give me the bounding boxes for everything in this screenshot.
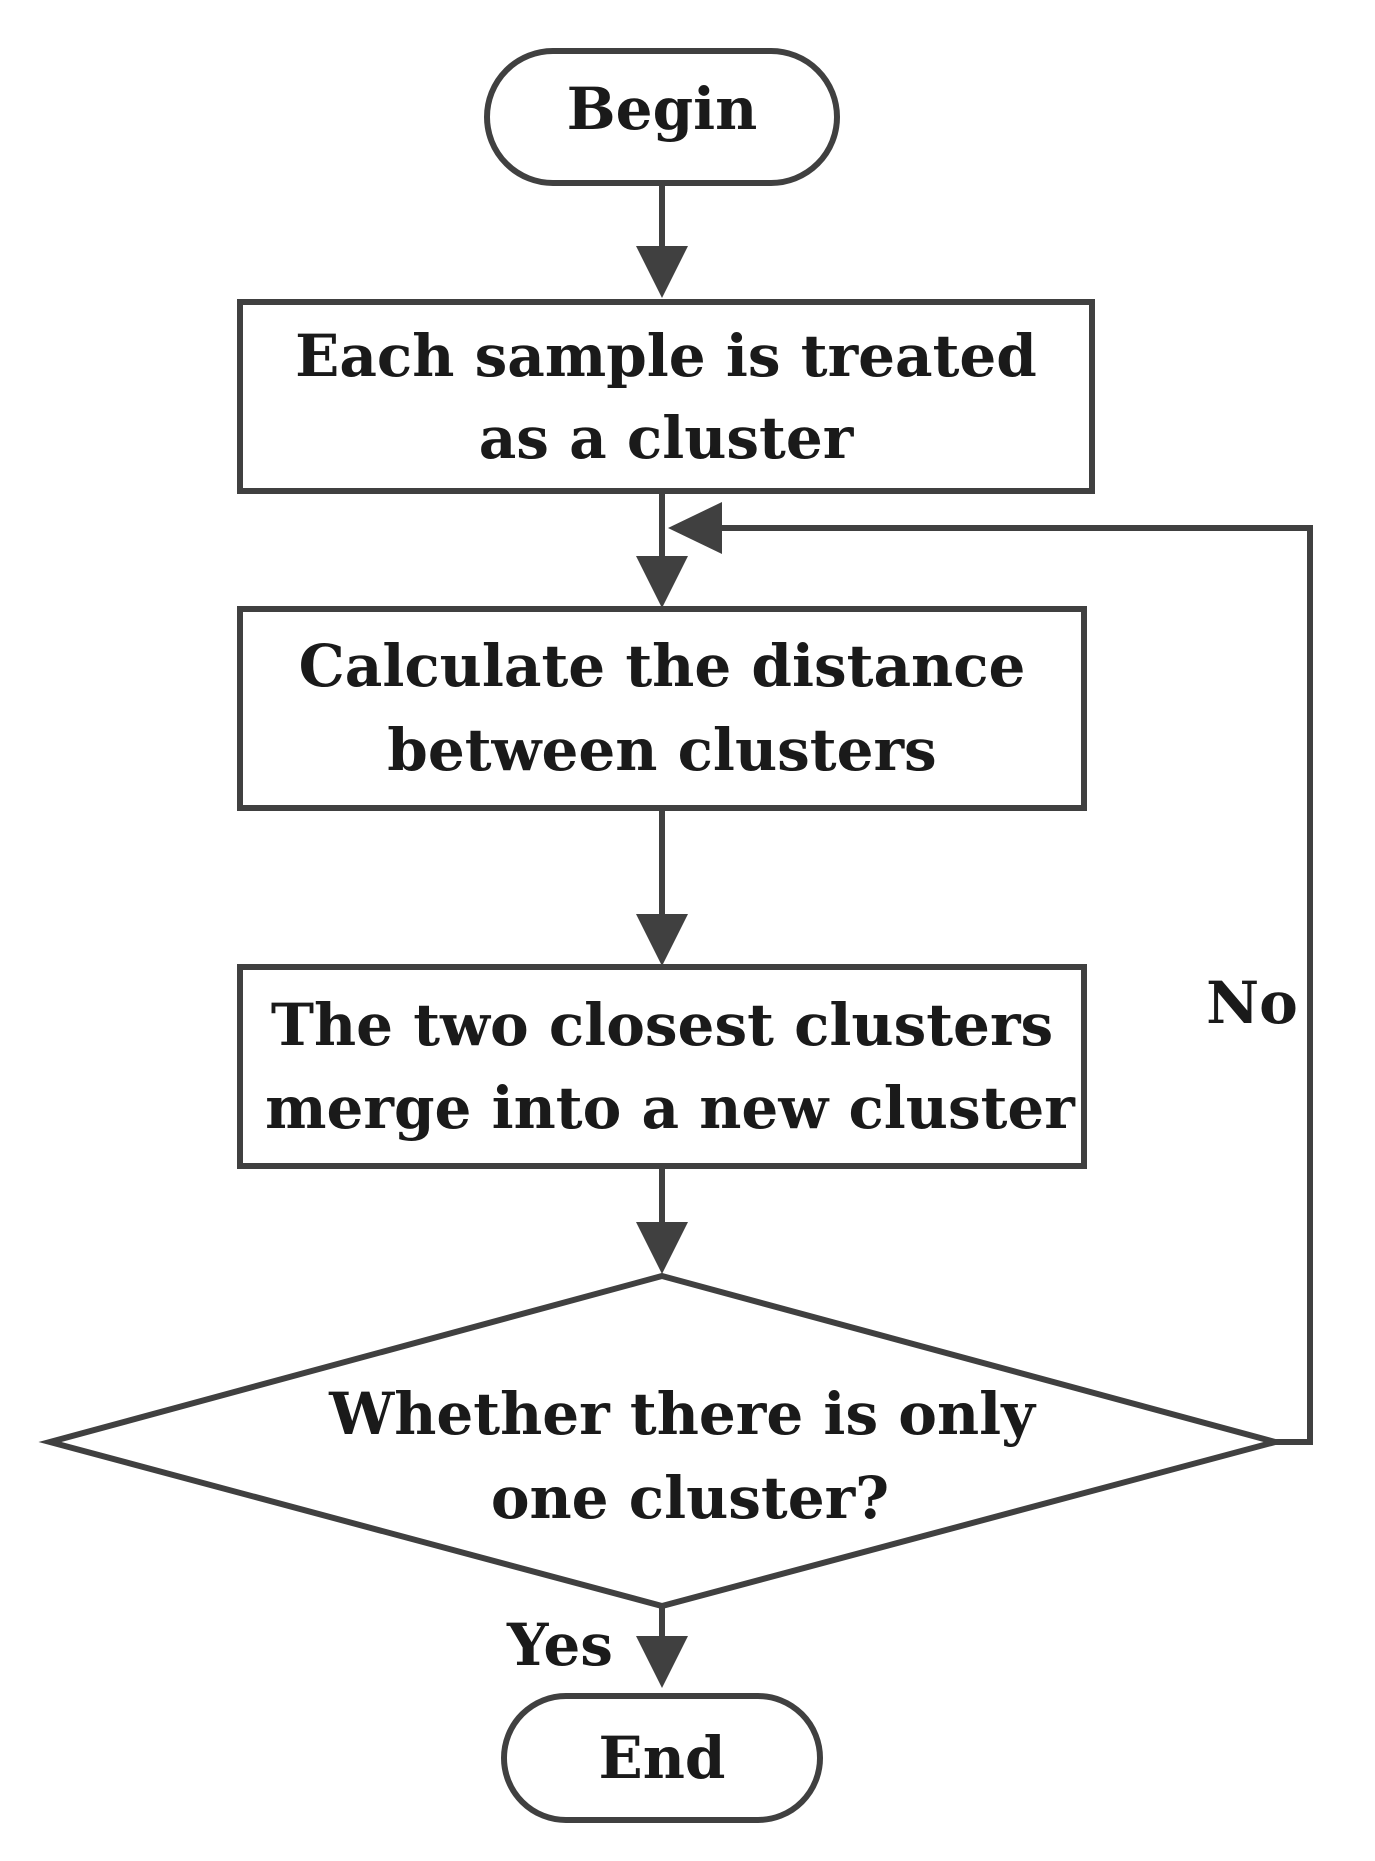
arrow-step3-to-decision — [636, 1166, 688, 1274]
step-calculate-distance-line-1: Calculate the distance — [299, 632, 1026, 700]
step-init-clusters-line-1: Each sample is treated — [295, 322, 1037, 390]
arrow-begin-to-step1 — [636, 183, 688, 298]
arrow-step2-to-step3 — [636, 808, 688, 966]
decision-line-1: Whether there is only — [328, 1380, 1037, 1448]
step-merge-clusters-line-1: The two closest clusters — [271, 991, 1053, 1059]
step-init-clusters-line-2: as a cluster — [479, 404, 855, 472]
decision-line-2: one cluster? — [491, 1464, 889, 1532]
begin-label: Begin — [567, 75, 758, 143]
yes-label: Yes — [506, 1611, 613, 1679]
begin-node: Begin — [484, 48, 840, 186]
arrow-yes-to-end — [636, 1606, 688, 1688]
arrow-step1-to-step2 — [636, 491, 688, 608]
step-calculate-distance-line-2: between clusters — [387, 716, 936, 784]
no-label: No — [1206, 969, 1298, 1037]
step-init-clusters: Each sample is treated as a cluster — [237, 299, 1095, 494]
end-label: End — [599, 1724, 726, 1792]
step-calculate-distance: Calculate the distance between clusters — [237, 606, 1087, 811]
step-merge-clusters: The two closest clusters merge into a ne… — [237, 964, 1087, 1169]
arrow-no-loop-back — [668, 502, 1313, 1445]
decision-one-cluster: Whether there is only one cluster? — [38, 1272, 1287, 1610]
end-node: End — [501, 1693, 823, 1823]
step-merge-clusters-line-2: merge into a new cluster — [265, 1074, 1076, 1142]
